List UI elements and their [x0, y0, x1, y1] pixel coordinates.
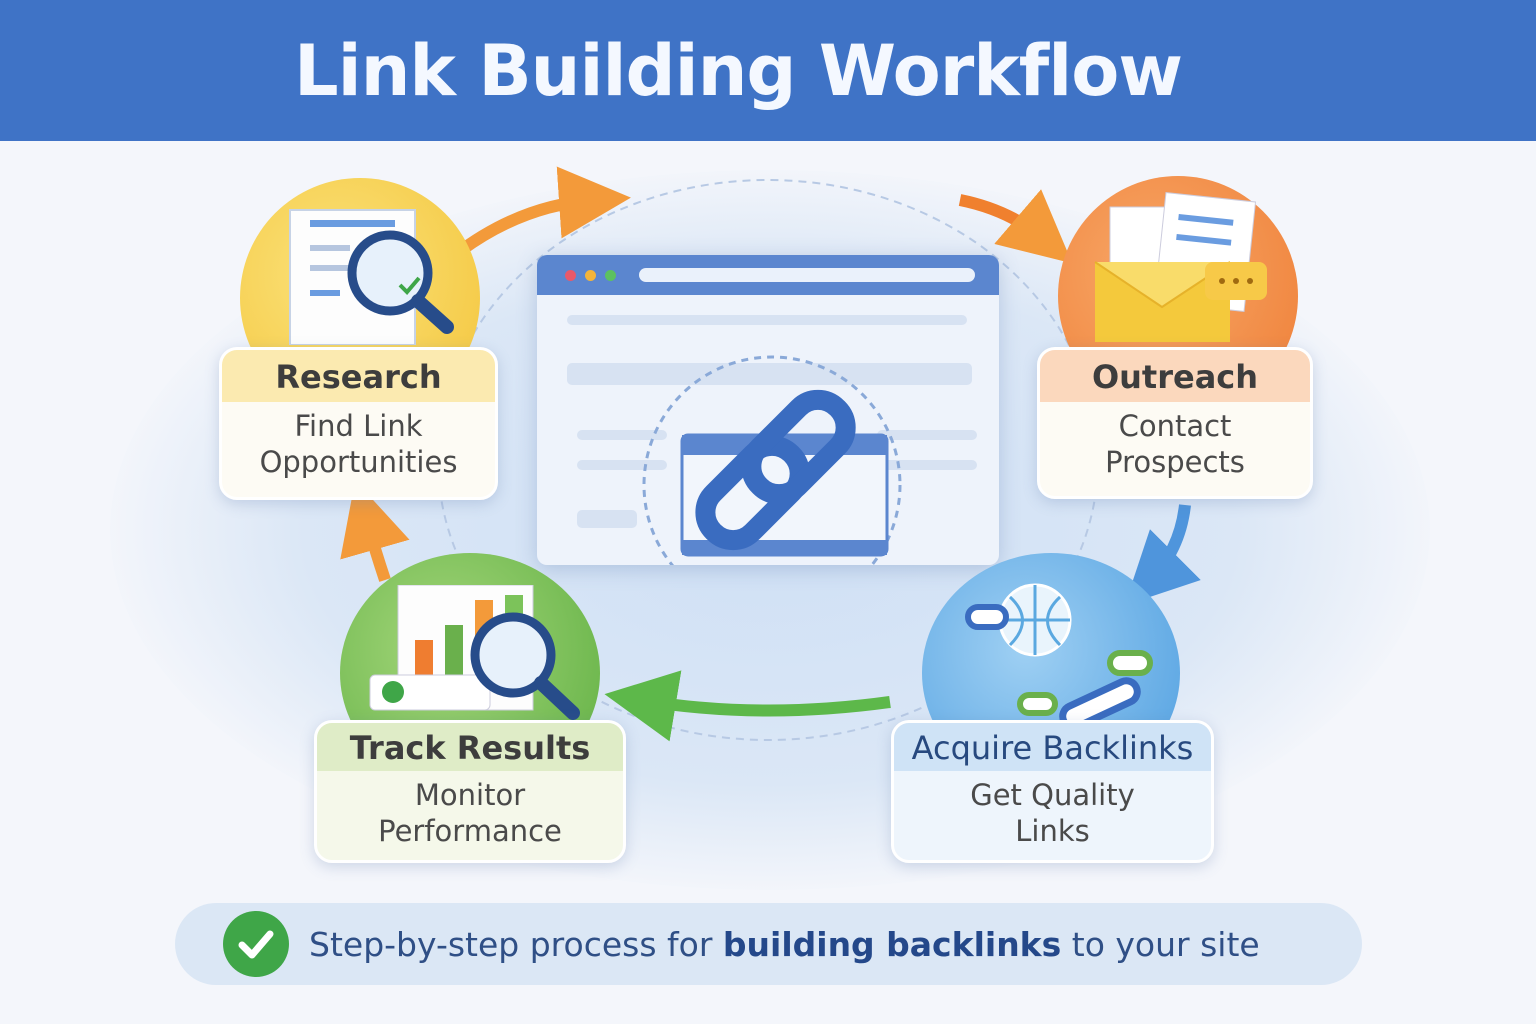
page-title: Link Building Workflow	[293, 29, 1183, 112]
footer-text: Step-by-step process for building backli…	[309, 925, 1260, 964]
step-card-research: Research Find Link Opportunities	[219, 347, 498, 500]
step-title: Acquire Backlinks	[894, 723, 1211, 771]
step-card-track-results: Track Results Monitor Performance	[314, 720, 626, 863]
envelope-chat-icon	[1094, 192, 1267, 342]
footer-banner: Step-by-step process for building backli…	[175, 903, 1362, 985]
step-card-acquire-backlinks: Acquire Backlinks Get Quality Links	[891, 720, 1214, 863]
footer-text-prefix: Step-by-step process for	[309, 924, 723, 964]
step-title: Outreach	[1040, 350, 1310, 402]
footer-text-suffix: to your site	[1061, 924, 1260, 964]
step-subtitle: Find Link	[294, 409, 423, 443]
step-subtitle: Get Quality	[970, 778, 1135, 812]
step-subtitle: Performance	[378, 814, 562, 848]
step-subtitle: Prospects	[1105, 445, 1245, 479]
chain-link-browser-icon	[642, 355, 902, 565]
arrow-outreach-to-acquire	[1124, 504, 1201, 606]
step-subtitle: Opportunities	[259, 445, 458, 479]
globe-chain-icon	[965, 583, 1153, 725]
document-magnifier-icon	[289, 209, 454, 345]
step-subtitle: Monitor	[414, 778, 526, 812]
checkmark-icon	[223, 911, 289, 977]
step-subtitle: Contact	[1118, 409, 1232, 443]
step-title: Research	[222, 350, 495, 402]
center-browser-window	[537, 255, 999, 565]
arrow-research-to-outreach-a	[451, 166, 631, 260]
header-banner: Link Building Workflow	[0, 0, 1536, 141]
step-card-outreach: Outreach Contact Prospects	[1037, 347, 1313, 499]
address-bar	[639, 268, 975, 282]
arrow-track-to-research	[340, 480, 410, 582]
step-subtitle: Links	[1015, 814, 1090, 848]
chart-magnifier-icon	[369, 585, 580, 720]
arrow-research-to-outreach-b	[958, 189, 1073, 264]
step-title: Track Results	[317, 723, 623, 771]
footer-text-bold: building backlinks	[722, 924, 1062, 964]
arrow-acquire-to-track	[604, 670, 891, 742]
